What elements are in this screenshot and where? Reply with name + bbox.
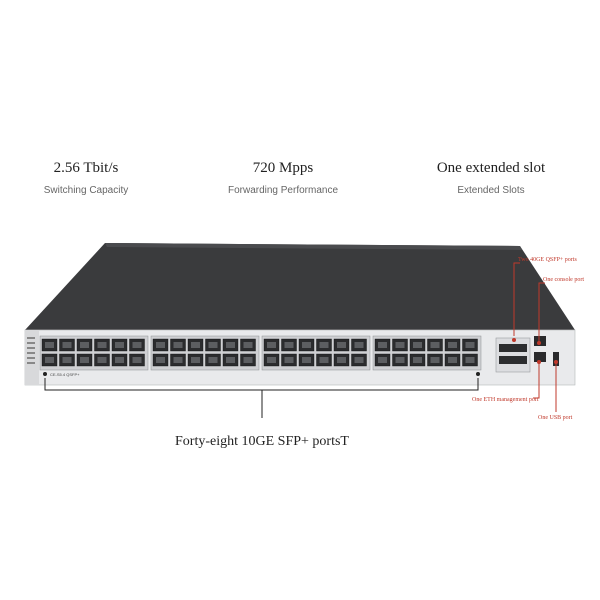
sfp-port-latch [354,342,364,348]
sfp-port-latch [191,342,200,348]
sfp-port-latch [319,342,329,348]
sfp-port-latch [413,342,422,348]
sfp-port-latch [62,357,72,363]
sfp-port-latch [208,357,218,363]
sfp-port-latch [45,357,54,363]
sfp-port-latch [395,357,405,363]
sfp-port-latch [156,342,165,348]
model-label: CE-S5.4 QSFP+ [50,372,80,377]
sfp-port-latch [226,342,235,348]
eth-management-port [534,352,546,362]
sfp-port-latch [132,342,142,348]
sfp-port-latch [80,342,89,348]
sfp-port-latch [465,342,475,348]
sfp-port-latch [284,342,294,348]
sfp-port-latch [302,357,311,363]
stat-label: Switching Capacity [43,185,129,196]
usb-port [553,352,559,366]
sfp-port-latch [80,357,89,363]
stat-value: One extended slot [436,160,546,176]
sfp-port-latch [430,342,440,348]
sfp-port-latch [208,342,218,348]
callout-console: One console port [543,277,584,283]
sfp-bracket [44,378,479,418]
sfp-port-latch [395,342,405,348]
switch-top-panel [25,243,575,330]
sfp-port-latch [267,357,276,363]
sfp-port-latch [319,357,329,363]
sfp-port-latch [226,357,235,363]
sfp-port-latch [115,342,124,348]
sfp-port-latch [191,357,200,363]
console-port [534,336,546,346]
sfp-port-latch [243,342,253,348]
sfp-port-latch [173,357,183,363]
status-led-panel [27,337,35,364]
sfp-port-latch [97,342,107,348]
sfp-port-latch [284,357,294,363]
sfp-port-latch [156,357,165,363]
sfp-port-latch [448,357,457,363]
stat-forwarding-performance: 720 Mpps Forwarding Performance [193,160,373,196]
stat-value: 2.56 Tbit/s [53,160,119,176]
sfp-port-latch [97,357,107,363]
stat-label: Extended Slots [457,185,525,196]
sfp-port-latch [243,357,253,363]
sfp-port-latch [337,342,346,348]
sfp-port-latch [132,357,142,363]
sfp-port-latch [465,357,475,363]
sfp-port-latch [413,357,422,363]
sfp-port-block [39,335,482,371]
sfp-port-latch [62,342,72,348]
sfp-port-latch [173,342,183,348]
qsfp-port-module [495,337,531,373]
stat-label: Forwarding Performance [227,185,339,196]
sfp-port-latch [115,357,124,363]
sfp-port-latch [302,342,311,348]
sfp-port-latch [430,357,440,363]
sfp-port-latch [378,342,387,348]
sfp-port-latch [448,342,457,348]
stat-value: 720 Mpps [252,160,314,176]
sfp-port-latch [354,357,364,363]
sfp-port-latch [45,342,54,348]
sfp-ports-label: Forty-eight 10GE SFP+ portsT [175,434,349,449]
sfp-port-latch [378,357,387,363]
callout-usb: One USB port [538,415,573,421]
callout-eth: One ETH management port [472,397,539,403]
stat-switching-capacity: 2.56 Tbit/s Switching Capacity [0,160,176,196]
stat-extended-slots: One extended slot Extended Slots [401,160,581,196]
callout-qsfp: Two 40GE QSFP+ ports [518,257,577,263]
sfp-port-latch [267,342,276,348]
sfp-port-latch [337,357,346,363]
